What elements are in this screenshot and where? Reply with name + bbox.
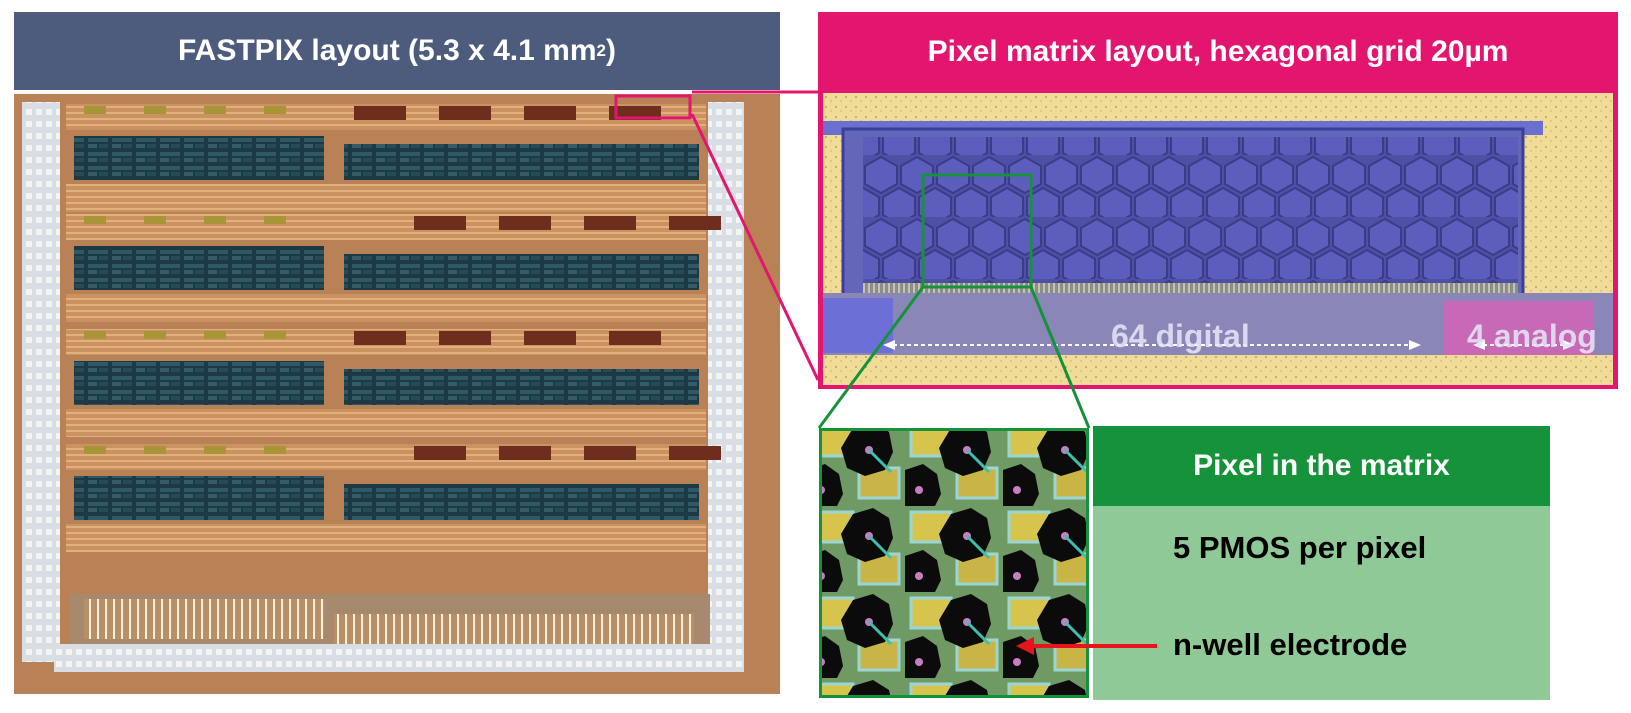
layout-title-text: FASTPIX layout (5.3 x 4.1 mm — [178, 34, 597, 67]
pixel-matrix-image — [823, 93, 1613, 385]
matrix-title-text: Pixel matrix layout, hexagonal grid 20µm — [927, 35, 1509, 68]
pixel-zoom-image — [819, 428, 1089, 698]
pmos-count-text: 5 PMOS per pixel — [1173, 530, 1427, 565]
layout-title-close: ) — [605, 34, 616, 67]
pixel-panel-title: Pixel in the matrix — [1093, 426, 1550, 506]
digital-columns-label: 64 digital — [1111, 318, 1250, 354]
nwell-electrode-text: n-well electrode — [1173, 627, 1408, 662]
pixel-title-text: Pixel in the matrix — [1193, 449, 1450, 482]
matrix-panel-title: Pixel matrix layout, hexagonal grid 20µm — [818, 12, 1618, 92]
pixel-panel-body — [1093, 506, 1550, 700]
analog-columns-label: 4 analog — [1467, 318, 1597, 354]
chip-layout-image — [14, 94, 780, 694]
